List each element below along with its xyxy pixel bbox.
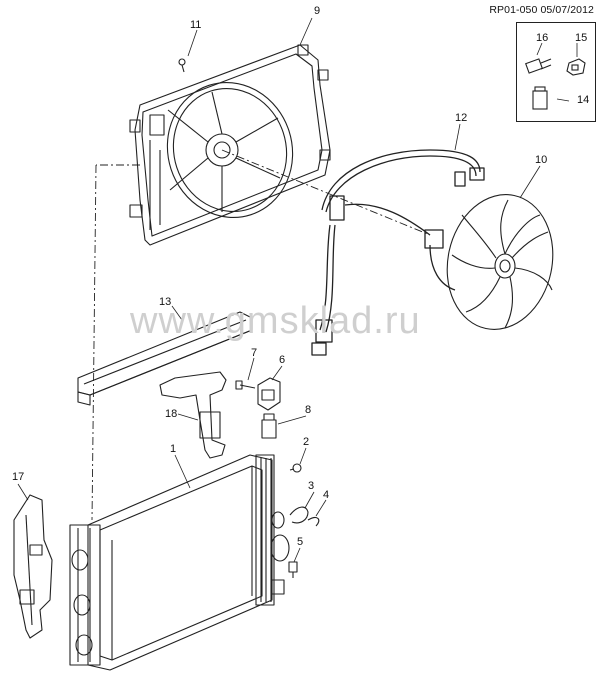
leader-lines: [17, 17, 541, 563]
callout-10: 10: [535, 154, 548, 166]
callout-4: 4: [323, 489, 330, 501]
callout-6: 6: [279, 354, 286, 366]
upper-seal: [77, 311, 253, 406]
callout-5: 5: [297, 536, 304, 548]
callout-1: 1: [170, 443, 177, 455]
callout-14: 14: [577, 94, 590, 106]
bracket-18: [159, 371, 227, 459]
callout-16: 16: [536, 32, 549, 44]
bolt-16: [525, 58, 552, 74]
callout-17: 17: [12, 471, 25, 483]
callout-7: 7: [251, 347, 258, 359]
wiring-harness: [311, 149, 485, 356]
air-deflector-17: [13, 494, 53, 639]
clip-4: [307, 517, 320, 527]
nut-15: [566, 58, 586, 76]
bolt-2: [289, 463, 302, 473]
hardware-inset-box: [516, 22, 596, 122]
callout-9: 9: [314, 5, 321, 17]
pipe-3: [289, 506, 309, 524]
bracket-6: [257, 377, 281, 411]
clip-14: [532, 86, 548, 110]
alignment-lines: [91, 149, 431, 521]
bolt-7: [235, 380, 256, 390]
insulator-8: [261, 413, 277, 439]
callout-12: 12: [455, 112, 468, 124]
radiator: [69, 454, 290, 671]
fan-shroud: [129, 44, 331, 246]
screw-11: [178, 58, 186, 73]
callout-3: 3: [308, 480, 315, 492]
cooling-fan: [446, 194, 554, 330]
callout-11: 11: [190, 19, 202, 31]
callout-13: 13: [159, 296, 172, 308]
callout-18: 18: [165, 408, 178, 420]
callout-8: 8: [305, 404, 312, 416]
document-id: RP01-050 05/07/2012: [489, 4, 594, 16]
inset-drawing: [525, 42, 586, 110]
callout-2: 2: [303, 436, 310, 448]
drain-plug-5: [288, 561, 298, 578]
callout-15: 15: [575, 32, 588, 44]
